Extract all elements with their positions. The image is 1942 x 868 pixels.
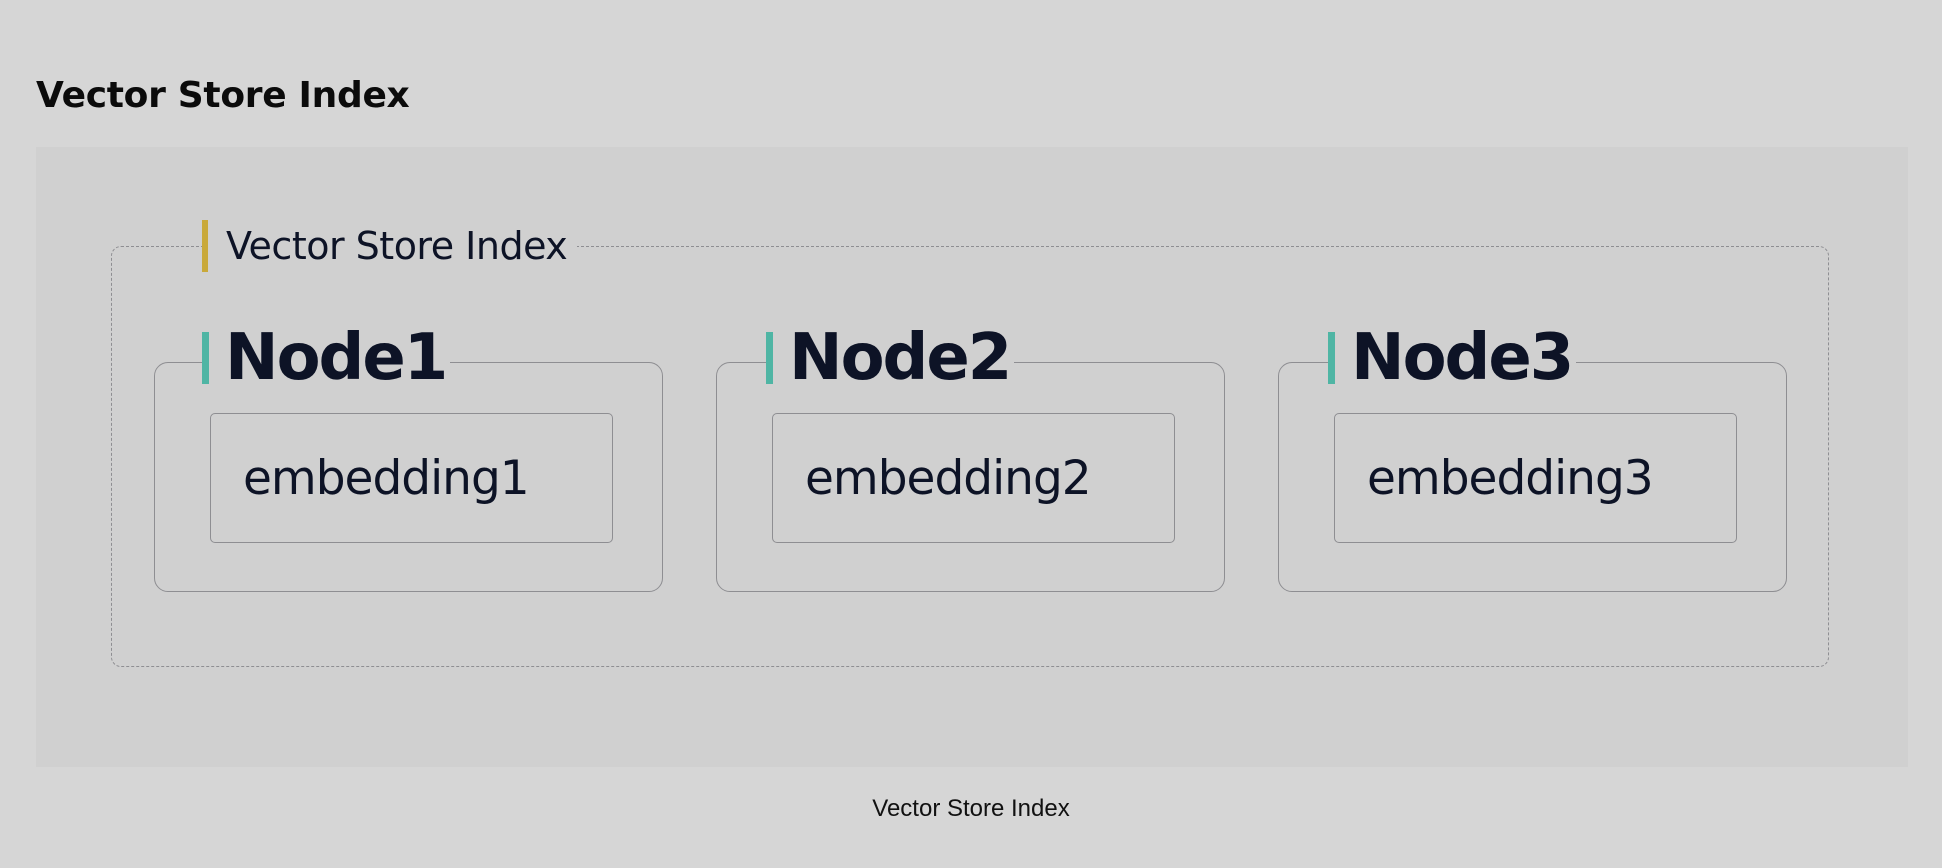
embedding-label-1: embedding1 [243, 450, 530, 506]
node-label-group-3: Node3 [1328, 321, 1577, 395]
figure-caption: Vector Store Index [872, 795, 1070, 822]
node-label-2: Node2 [789, 321, 1012, 395]
node-accent-bar-icon [1328, 332, 1335, 384]
embedding-label-2: embedding2 [805, 450, 1092, 506]
node-label-1: Node1 [225, 321, 448, 395]
node-label-group-1: Node1 [202, 321, 451, 395]
embedding-box-3: embedding3 [1334, 413, 1737, 543]
vector-store-index-frame [111, 246, 1829, 667]
section-heading: Vector Store Index [36, 75, 410, 116]
index-accent-bar-icon [202, 220, 208, 272]
node-label-3: Node3 [1351, 321, 1574, 395]
cropped-preceding-text [0, 0, 1942, 2]
vector-store-index-label-group: Vector Store Index [202, 220, 578, 272]
node-accent-bar-icon [766, 332, 773, 384]
embedding-label-3: embedding3 [1367, 450, 1654, 506]
embedding-box-2: embedding2 [772, 413, 1175, 543]
diagram-figure: Vector Store Index Node1 embedding1 Node… [36, 147, 1908, 767]
vector-store-index-label: Vector Store Index [226, 224, 568, 268]
embedding-box-1: embedding1 [210, 413, 613, 543]
node-accent-bar-icon [202, 332, 209, 384]
node-label-group-2: Node2 [766, 321, 1015, 395]
